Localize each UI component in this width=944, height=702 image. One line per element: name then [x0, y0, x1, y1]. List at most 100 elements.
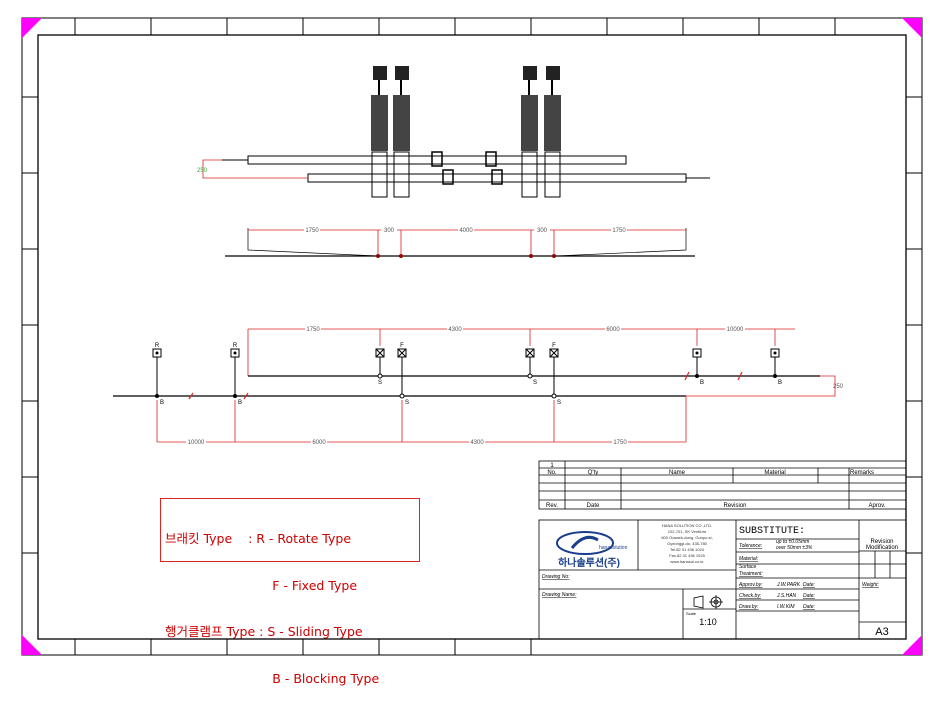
bracket-f-2: F S: [549, 343, 561, 406]
dim-plan-1: 4300: [448, 327, 462, 333]
bracket-x-1: S: [375, 348, 385, 386]
svg-text:HANA SOLUTION CO.,LTD.: HANA SOLUTION CO.,LTD.: [662, 523, 712, 528]
svg-text:Revision: Revision: [870, 539, 893, 545]
corner-marker-tr: [902, 18, 922, 38]
svg-text:102-701, SK VentiUm: 102-701, SK VentiUm: [668, 529, 707, 534]
svg-text:S: S: [405, 400, 409, 406]
svg-text:Modification: Modification: [866, 545, 898, 551]
svg-text:Check.by:: Check.by:: [739, 593, 762, 599]
legend-line-3: 행거클램프 Type : S - Sliding Type: [165, 624, 363, 639]
date-col: Date: [587, 503, 600, 509]
aprov-col: Aprov.: [869, 503, 886, 509]
svg-text:Material:: Material:: [739, 556, 759, 562]
bracket-r-4: B: [770, 348, 782, 386]
inner-frame: [37, 34, 907, 640]
insulator-4: [544, 66, 561, 198]
svg-text:Fax.82 31 436 1025: Fax.82 31 436 1025: [669, 553, 705, 558]
dim-bot-2: 4300: [470, 440, 484, 446]
dim-plan-2: 6000: [606, 327, 620, 333]
svg-text:S: S: [378, 380, 382, 386]
title-block: [538, 519, 907, 640]
dimension-strip-1: 1750 300 4000 300 1750: [225, 227, 695, 258]
svg-text:J.W.PARK: J.W.PARK: [776, 582, 801, 588]
svg-text:up to ±0.05mm: up to ±0.05mm: [776, 539, 809, 545]
col-name: Name: [669, 470, 686, 476]
svg-text:Tel.82 31 436 1024: Tel.82 31 436 1024: [670, 547, 705, 552]
svg-text:Scale: Scale: [686, 611, 697, 616]
legend-line-1: 브래킷 Type : R - Rotate Type: [165, 531, 352, 546]
dim-strip1-1: 300: [384, 228, 395, 234]
svg-text:hanasolution: hanasolution: [599, 545, 628, 551]
sheet-size: A3: [875, 626, 888, 638]
svg-text:B: B: [700, 380, 704, 386]
svg-text:R: R: [233, 343, 238, 349]
parts-row-num: 1: [550, 463, 554, 469]
dim-plan-3: 10000: [727, 327, 744, 333]
col-remarks: Remarks: [850, 470, 874, 476]
svg-text:Draw.by:: Draw.by:: [739, 604, 759, 610]
dim-strip1-2: 4000: [459, 228, 473, 234]
corner-marker-bl: [22, 635, 42, 655]
bracket-r-2: R B: [230, 343, 242, 406]
dim-bot-0: 10000: [188, 440, 205, 446]
svg-text:S: S: [533, 380, 537, 386]
projection-symbol: [693, 595, 723, 609]
revision-col: Revision: [723, 503, 746, 509]
svg-text:www.hanasol.co.kr: www.hanasol.co.kr: [670, 559, 704, 564]
insulator-3: [521, 66, 538, 198]
svg-text:Date:: Date:: [803, 582, 816, 588]
type-legend: 브래킷 Type : R - Rotate Type F - Fixed Typ…: [160, 498, 420, 686]
bracket-f-1: F S: [397, 343, 409, 406]
svg-text:J.S.HAN: J.S.HAN: [776, 593, 797, 599]
col-qty: Q'ty: [588, 470, 598, 476]
svg-text:Tolerance:: Tolerance:: [739, 543, 763, 549]
drawing-sheet: 250: [21, 17, 923, 656]
svg-text:S: S: [557, 400, 561, 406]
svg-text:Date:: Date:: [803, 593, 816, 599]
svg-text:Approv.by:: Approv.by:: [738, 582, 763, 588]
corner-marker-br: [902, 635, 922, 655]
bracket-x-2: S: [525, 348, 537, 386]
col-no: No.: [547, 470, 557, 476]
svg-text:Drawing No:: Drawing No:: [542, 574, 570, 580]
svg-text:F: F: [400, 343, 404, 349]
spacer-clamps: [431, 151, 503, 185]
assembly-view: 250: [197, 66, 710, 198]
svg-text:Date:: Date:: [803, 604, 816, 610]
dim-plan-0: 1750: [306, 327, 320, 333]
bracket-r-1: R B: [152, 343, 164, 406]
substitute-label: SUBSTITUTE:: [739, 526, 805, 537]
svg-text:over 50mm ±3%: over 50mm ±3%: [776, 545, 813, 551]
svg-text:B: B: [238, 400, 242, 406]
svg-text:B: B: [160, 400, 164, 406]
col-material: Material: [764, 470, 785, 476]
bracket-r-3: B: [692, 348, 704, 386]
corner-marker-tl: [22, 18, 42, 38]
svg-text:I.W.KIM: I.W.KIM: [777, 604, 795, 610]
company-name: 하나솔루션(주): [558, 556, 620, 569]
svg-text:Surface: Surface: [739, 564, 756, 570]
border-ticks: [22, 18, 922, 655]
legend-line-2: F - Fixed Type: [165, 577, 358, 593]
company-logo: hanasolution 하나솔루션(주): [556, 531, 628, 569]
outer-frame: [21, 17, 923, 656]
conductor-lower: [307, 173, 687, 183]
rev-col: Rev.: [546, 503, 558, 509]
dim-strip1-3: 300: [537, 228, 548, 234]
svg-text:F: F: [552, 343, 556, 349]
conductor-upper: [247, 155, 627, 165]
svg-text:600 Gosaek-dong, Gunpo-si,: 600 Gosaek-dong, Gunpo-si,: [661, 535, 712, 540]
svg-text:Treatment:: Treatment:: [739, 571, 763, 577]
insulator-2: [393, 66, 410, 198]
svg-text:B: B: [778, 380, 782, 386]
parts-list: [538, 460, 907, 510]
dim-strip1-4: 1750: [612, 228, 626, 234]
dim-strip1-0: 1750: [305, 228, 319, 234]
insulator-1: [371, 66, 388, 198]
layout-plan: 1750 4300 6000 10000 250 R B R: [113, 326, 844, 446]
svg-text:Gyeonggi-do, 435-780: Gyeonggi-do, 435-780: [667, 541, 708, 546]
dim-bot-3: 1750: [613, 440, 627, 446]
offset-dim-top: 250: [197, 168, 208, 174]
svg-text:R: R: [155, 343, 160, 349]
dim-bot-1: 6000: [312, 440, 326, 446]
